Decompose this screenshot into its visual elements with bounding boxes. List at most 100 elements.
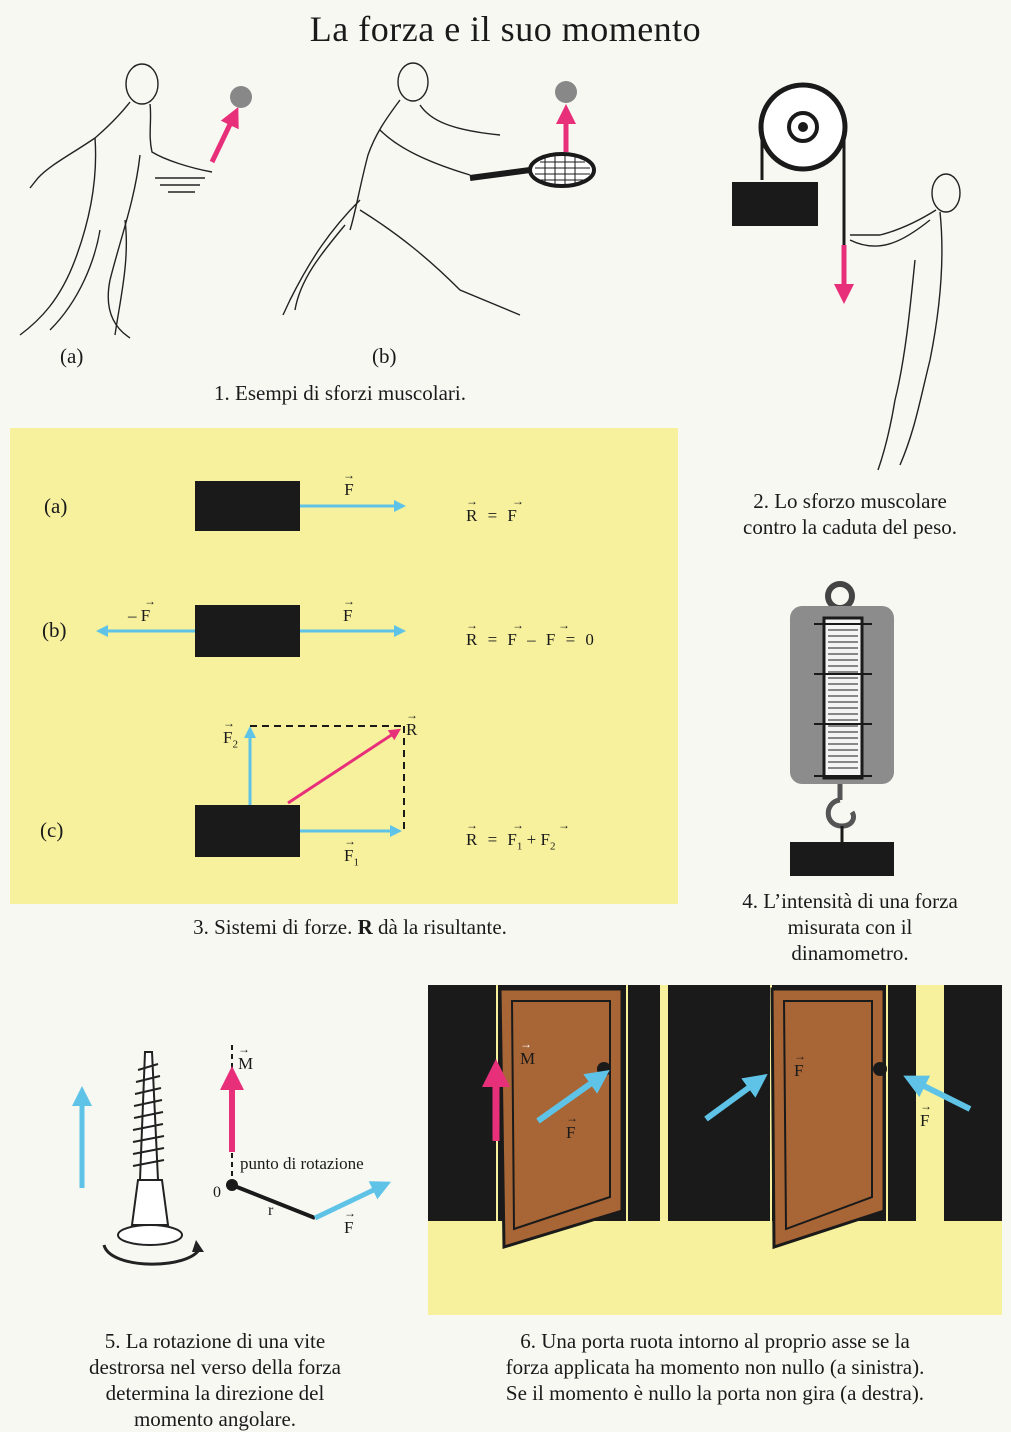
figure-6-drawing [428, 985, 1002, 1250]
vector-arrow: → [344, 834, 356, 848]
pulley [758, 82, 848, 172]
vector-arrows: →→→ [466, 818, 604, 832]
figure-5-caption-line2: destrorsa nel verso della forza [89, 1355, 341, 1379]
row-a-force-label: → F [343, 468, 355, 500]
wall-left [428, 985, 496, 1221]
equation-text: + F [526, 830, 550, 849]
equation-text: R = F [466, 830, 517, 849]
figure-5-drawing [72, 1044, 392, 1266]
motion-lines [155, 177, 205, 193]
subscript: 2 [549, 840, 556, 853]
force-letter: F [920, 1111, 930, 1130]
weight-block [732, 182, 818, 226]
moment-letter: M [520, 1049, 536, 1068]
moment-letter: M [238, 1054, 254, 1073]
scale-major-ticks [814, 623, 872, 777]
wall-center [668, 985, 770, 1221]
force-arrow-a [209, 106, 239, 164]
door-left-face [498, 987, 624, 1250]
row-b-label: (b) [42, 618, 67, 642]
figure-6-caption-line2: forza applicata ha momento non nullo (a … [505, 1355, 925, 1379]
vector-arrow: → [794, 1049, 806, 1063]
figure-5-caption: 5. La rotazione di una vite destrorsa ne… [30, 1328, 400, 1432]
row-c-f2-label: → F2 [223, 716, 238, 750]
person-figure-2 [849, 173, 961, 471]
subscript: 1 [516, 840, 523, 853]
subscript: 1 [353, 856, 359, 869]
door-left-force-label: → F [566, 1111, 578, 1143]
row-b-force-left-label: → – F [128, 594, 156, 626]
door-left-force [536, 1070, 610, 1124]
row-c-label: (c) [40, 818, 64, 842]
figure-4-caption-line3: dinamometro. [791, 941, 909, 965]
figure-1-caption: 1. Esempi di sforzi muscolari. [214, 381, 466, 405]
vector-arrow: → [344, 1206, 356, 1220]
door-right-force-top-label: → F [794, 1049, 806, 1081]
door-right-face [770, 987, 886, 1250]
row-c-resultant-label: → R [406, 708, 418, 740]
block-c [195, 805, 300, 857]
door-right-force-right [903, 1075, 972, 1112]
figure-2 [700, 60, 1000, 480]
force-letter: F [344, 480, 354, 499]
moment-label: → M [238, 1043, 254, 1074]
row-c-equation: →→→ R = F1 + F2 [466, 818, 604, 853]
caption-text: 3. Sistemi di forze. [193, 915, 358, 939]
force-letter: F [794, 1061, 804, 1080]
label-a: (a) [60, 344, 84, 368]
row-b-force-right-label: → F [343, 594, 355, 626]
vector-arrow: → [343, 594, 355, 608]
door-left-inset [510, 1000, 611, 1231]
vector-arrows: →→ [466, 494, 558, 508]
top-ring [825, 581, 855, 611]
ball-a [230, 86, 252, 108]
figure-3-caption: 3. Sistemi di forze. R dà la risultante. [80, 914, 620, 940]
figure-3-drawing [96, 481, 406, 857]
door-right-knob [873, 1062, 887, 1076]
resultant-arrow-c [287, 728, 402, 805]
weight-block-4 [790, 842, 894, 876]
row-b-equation: →→→ R = F – F = 0 [466, 619, 604, 650]
door-right-force-left [704, 1073, 768, 1122]
figure-4-caption-line1: 4. L’intensità di una forza [742, 889, 958, 913]
vector-arrow: → [566, 1111, 578, 1125]
vector-arrow: → [343, 468, 355, 482]
equation-text: R = F – F = 0 [466, 630, 594, 649]
figure-2-caption-line2: contro la caduta del peso. [743, 515, 957, 539]
dynamometer-drawing [790, 581, 894, 876]
scale-tube [822, 616, 864, 780]
vector-arrow: → [406, 708, 418, 722]
caption-bold: R [357, 915, 373, 939]
row-c-f1-label: → F1 [344, 834, 359, 869]
figure-5-caption-line1: 5. La rotazione di una vite [104, 1329, 326, 1353]
figure-2-drawing [732, 82, 961, 471]
figure-6: → M → F → F → F [428, 985, 1002, 1315]
figure-6-caption: 6. Una porta ruota intorno al proprio as… [428, 1328, 1002, 1406]
figure-6-caption-line3: Se il momento è nullo la porta non gira … [505, 1381, 925, 1405]
force-letter: – F [128, 606, 151, 625]
ball-b [555, 81, 577, 103]
row-a-label: (a) [44, 494, 68, 518]
force-arrow-5 [313, 1181, 392, 1221]
figure-2-caption: 2. Lo sforzo muscolare contro la caduta … [700, 488, 1000, 540]
figure-4 [780, 580, 910, 880]
scale-ticks [828, 629, 858, 769]
wall-center-right [888, 985, 916, 1221]
vector-arrow: → [144, 594, 156, 608]
caption-text: dà la risultante. [372, 915, 507, 939]
radius-label: r [268, 1202, 274, 1219]
row-a-equation: →→ R = F [466, 494, 558, 526]
page-title: La forza e il suo momento [309, 9, 702, 49]
wall-center-left [628, 985, 660, 1221]
hook [825, 797, 857, 829]
force-letter: F [344, 846, 354, 865]
force-letter: F [223, 728, 233, 747]
figure-5-caption-line3: determina la direzione del [105, 1381, 325, 1405]
figure-3: (a) → F →→ R = F (b) → – F → F →→→ R = F… [10, 428, 678, 904]
person-b-figure [282, 62, 521, 316]
figure-1-drawing [19, 62, 596, 339]
figure-5: → M punto di rotazione 0 r → F [0, 1030, 420, 1280]
force-letter: R [406, 720, 418, 739]
vector-arrow: → [223, 716, 235, 730]
vector-arrow: → [920, 1099, 932, 1113]
